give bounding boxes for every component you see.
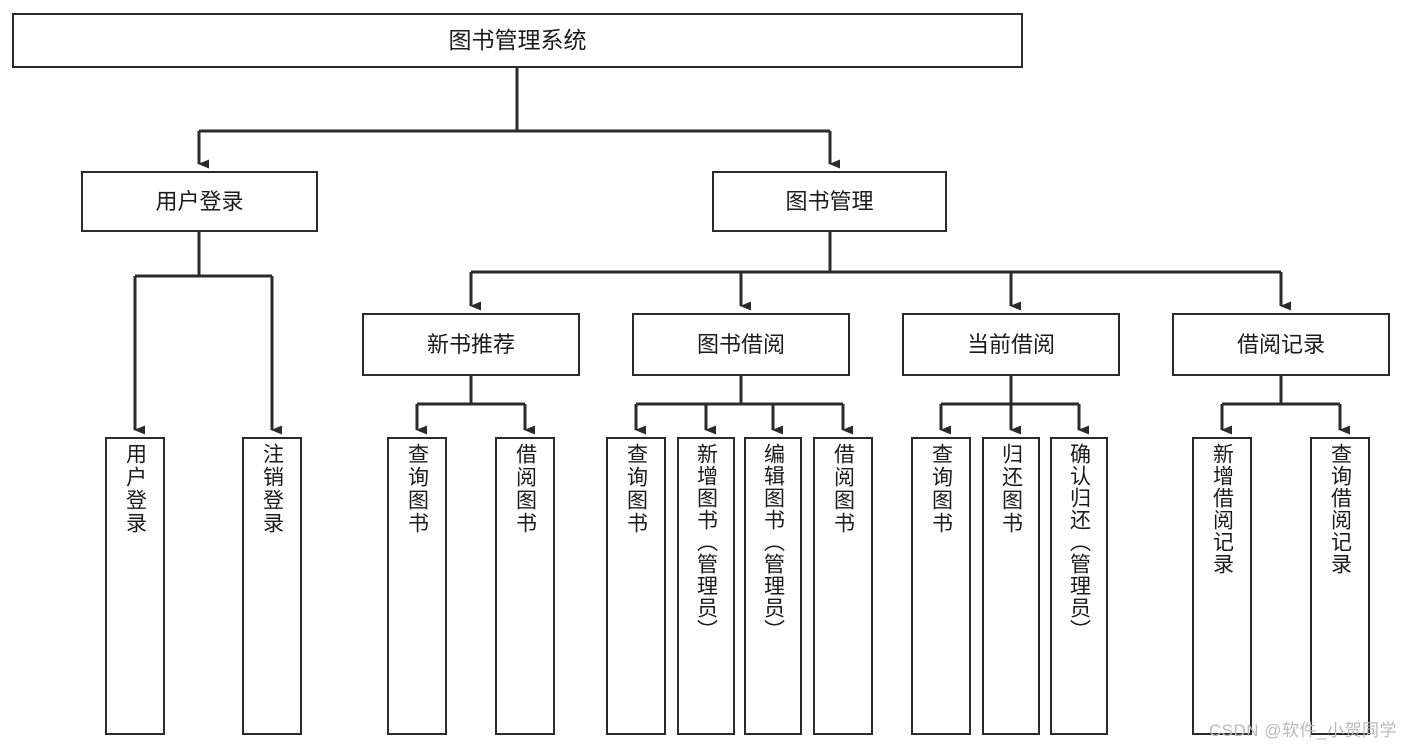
leaf-current-borrow-return-book[interactable]: 归还图书	[982, 437, 1040, 735]
node-label: 新增图书（管理员）	[694, 443, 718, 641]
node-label: 借阅图书	[513, 443, 537, 535]
node-label: 新书推荐	[426, 331, 515, 357]
node-book-management[interactable]: 图书管理	[712, 171, 947, 232]
leaf-book-borrow-edit-book-admin[interactable]: 编辑图书（管理员）	[744, 437, 802, 735]
node-label: 借阅图书	[831, 443, 855, 535]
leaf-user-login-logout[interactable]: 注销登录	[242, 437, 302, 735]
leaf-borrow-record-add-record[interactable]: 新增借阅记录	[1192, 437, 1252, 735]
leaf-book-borrow-add-book-admin[interactable]: 新增图书（管理员）	[677, 437, 735, 735]
leaf-current-borrow-confirm-return-admin[interactable]: 确认归还（管理员）	[1050, 437, 1108, 735]
node-label: 图书管理系统	[448, 26, 587, 53]
leaf-user-login-login[interactable]: 用户登录	[105, 437, 165, 735]
node-user-login[interactable]: 用户登录	[81, 171, 318, 232]
node-label: 归还图书	[999, 443, 1023, 535]
node-label: 图书管理	[785, 188, 874, 214]
node-label: 新增借阅记录	[1210, 443, 1234, 575]
node-label: 查询借阅记录	[1328, 443, 1352, 575]
node-label: 确认归还（管理员）	[1067, 443, 1091, 641]
node-root-system[interactable]: 图书管理系统	[12, 13, 1023, 68]
leaf-current-borrow-query-book[interactable]: 查询图书	[911, 437, 971, 735]
node-current-borrow[interactable]: 当前借阅	[902, 313, 1120, 376]
node-label: 编辑图书（管理员）	[761, 443, 785, 641]
node-label: 查询图书	[405, 443, 429, 535]
leaf-book-borrow-query-book[interactable]: 查询图书	[606, 437, 666, 735]
node-label: 注销登录	[260, 443, 284, 535]
csdn-watermark: CSDN @软件_小贺同学	[1208, 721, 1397, 740]
leaf-borrow-record-query-record[interactable]: 查询借阅记录	[1310, 437, 1370, 735]
leaf-new-book-borrow-book[interactable]: 借阅图书	[495, 437, 555, 735]
node-label: 图书借阅	[696, 331, 785, 357]
node-label: 当前借阅	[966, 331, 1055, 357]
node-label: 查询图书	[929, 443, 953, 535]
node-label: 借阅记录	[1236, 331, 1325, 357]
node-label: 用户登录	[155, 188, 244, 214]
node-label: 查询图书	[624, 443, 648, 535]
node-label: 用户登录	[123, 443, 147, 535]
node-borrow-record[interactable]: 借阅记录	[1172, 313, 1390, 376]
node-new-book-recommend[interactable]: 新书推荐	[362, 313, 580, 376]
leaf-book-borrow-borrow-book[interactable]: 借阅图书	[813, 437, 873, 735]
leaf-new-book-query-book[interactable]: 查询图书	[387, 437, 447, 735]
node-book-borrow[interactable]: 图书借阅	[632, 313, 850, 376]
